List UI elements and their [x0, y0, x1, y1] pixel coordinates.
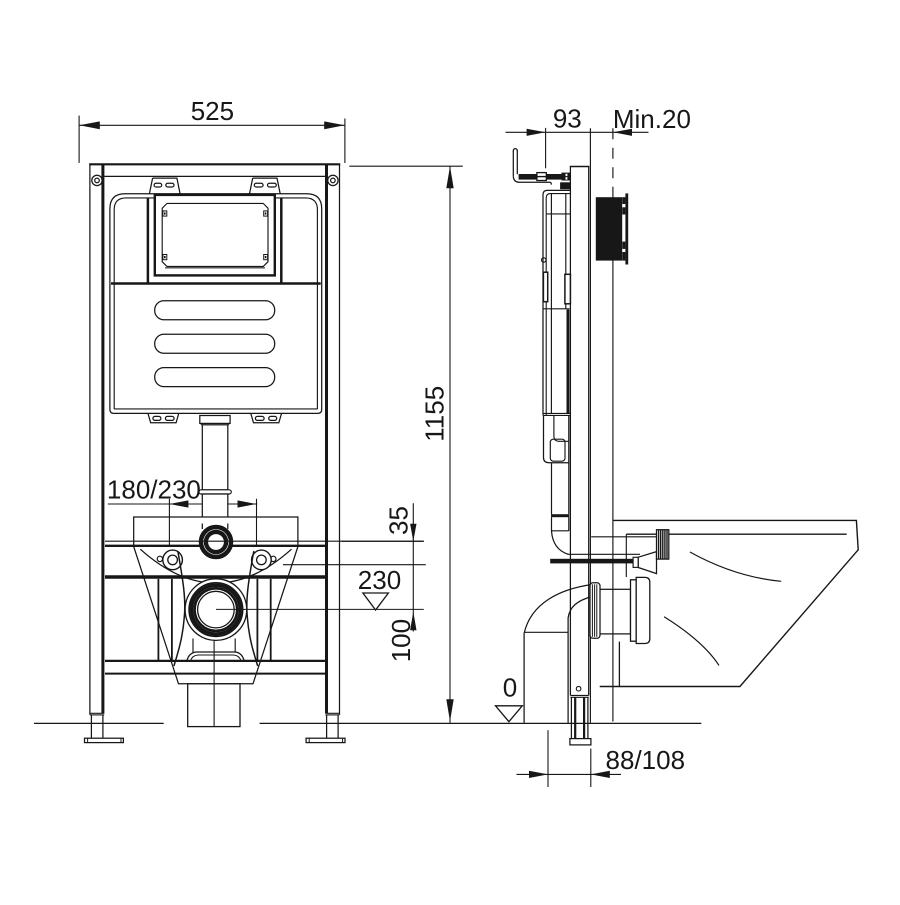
svg-text:525: 525: [191, 96, 234, 126]
svg-text:93: 93: [553, 104, 582, 134]
svg-text:230: 230: [358, 565, 401, 595]
svg-text:0: 0: [503, 672, 517, 702]
svg-text:Min.20: Min.20: [613, 104, 691, 134]
svg-text:35: 35: [384, 506, 414, 535]
svg-text:1155: 1155: [420, 386, 450, 442]
svg-text:88/108: 88/108: [606, 745, 686, 775]
svg-text:180/230: 180/230: [107, 474, 201, 504]
svg-text:100: 100: [386, 619, 416, 662]
